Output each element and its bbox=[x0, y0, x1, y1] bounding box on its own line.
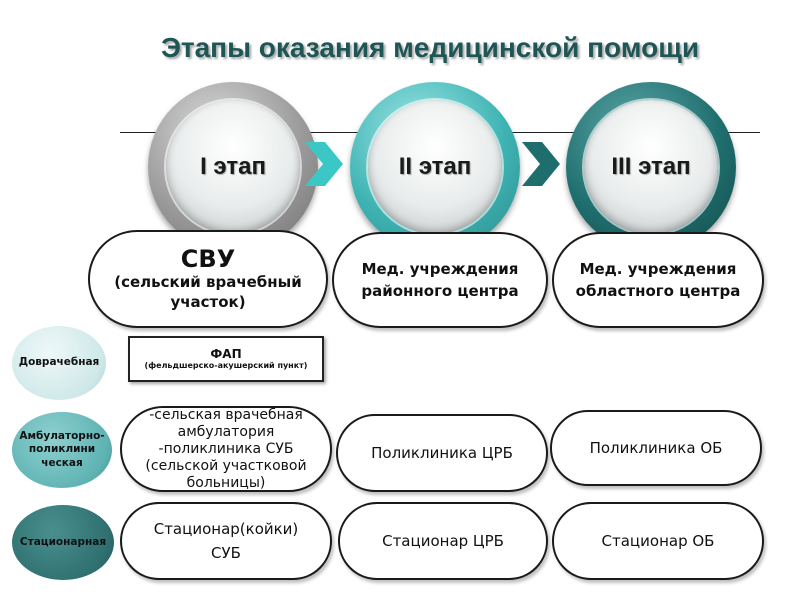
institution-stage-2-text: Мед. учреждения районного центра bbox=[361, 260, 519, 300]
stage-1-label: I этап bbox=[200, 153, 266, 180]
institution-stage-1-abbr: СВУ bbox=[180, 245, 236, 273]
stage-1-circle: I этап bbox=[148, 82, 318, 252]
institution-stage-1-full: (сельский врачебный участок) bbox=[114, 273, 302, 311]
fap-box: ФАП (фельдшерско-акушерский пункт) bbox=[128, 336, 324, 382]
stage-2-circle: II этап bbox=[350, 82, 520, 252]
inpatient-stage-3: Стационар ОБ bbox=[552, 502, 764, 580]
institution-stage-2: Мед. учреждения районного центра bbox=[332, 232, 548, 328]
level-inpatient: Стационарная bbox=[12, 505, 114, 580]
inpatient-stage-1-text: Стационар(койки) СУБ bbox=[153, 520, 299, 562]
level-prehospital-label: Доврачебная bbox=[18, 356, 100, 369]
stage-2-label: II этап bbox=[398, 153, 472, 180]
institution-stage-3: Мед. учреждения областного центра bbox=[552, 232, 764, 328]
level-outpatient: Амбулаторно-поликлини ческая bbox=[12, 412, 112, 488]
inpatient-stage-2: Стационар ЦРБ bbox=[338, 502, 548, 580]
fap-abbr: ФАП bbox=[210, 347, 242, 361]
level-prehospital: Доврачебная bbox=[12, 326, 106, 400]
stage-2-inner: II этап bbox=[368, 100, 502, 234]
level-inpatient-label: Стационарная bbox=[19, 535, 107, 548]
institution-stage-3-text: Мед. учреждения областного центра bbox=[575, 260, 741, 300]
page-title: Этапы оказания медицинской помощи bbox=[160, 32, 700, 63]
chevron-right-icon bbox=[305, 142, 343, 186]
stage-3-circle: III этап bbox=[566, 82, 736, 252]
ambulatory-stage-2-text: Поликлиника ЦРБ bbox=[371, 444, 513, 462]
institution-stage-1: СВУ (сельский врачебный участок) bbox=[88, 230, 328, 328]
stage-3-inner: III этап bbox=[584, 100, 718, 234]
ambulatory-stage-2: Поликлиника ЦРБ bbox=[336, 414, 548, 492]
stage-1-inner: I этап bbox=[166, 100, 300, 234]
stage-3-label: III этап bbox=[611, 153, 691, 180]
ambulatory-stage-1: -сельская врачебная амбулатория -поликли… bbox=[120, 406, 332, 492]
ambulatory-stage-3-text: Поликлиника ОБ bbox=[589, 439, 723, 457]
fap-full: (фельдшерско-акушерский пункт) bbox=[144, 361, 308, 370]
inpatient-stage-3-text: Стационар ОБ bbox=[601, 532, 715, 550]
inpatient-stage-2-text: Стационар ЦРБ bbox=[382, 532, 504, 550]
inpatient-stage-1: Стационар(койки) СУБ bbox=[120, 502, 332, 580]
chevron-right-icon bbox=[522, 142, 560, 186]
ambulatory-stage-3: Поликлиника ОБ bbox=[550, 410, 762, 486]
divider-line-right bbox=[290, 132, 760, 133]
ambulatory-stage-1-text: -сельская врачебная амбулатория -поликли… bbox=[145, 406, 307, 491]
level-outpatient-label: Амбулаторно-поликлини ческая bbox=[19, 430, 105, 469]
